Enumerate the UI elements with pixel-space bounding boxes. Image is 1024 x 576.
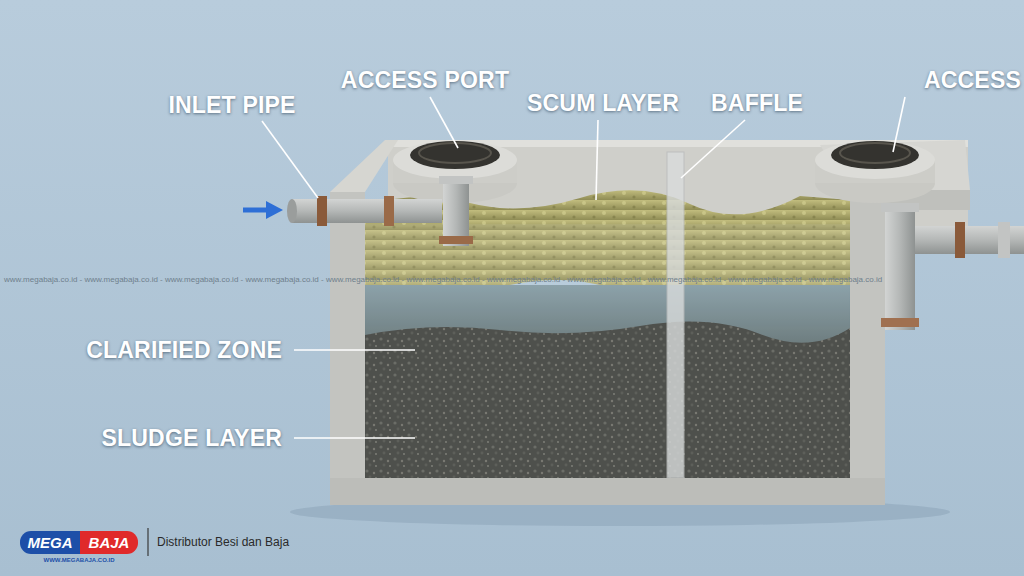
part-label: INLET PIPE [168,92,295,118]
part-label: SCUM LAYER [527,90,679,116]
leader-lines [262,97,905,438]
zone-label: CLARIFIED ZONE [86,337,282,363]
logo-box: MEGA [20,531,80,554]
logo-word: MEGA [28,534,73,552]
part-label: ACCESS [924,67,1021,93]
part-label: ACCESS PORT [341,67,509,93]
tagline: Distributor Besi dan Baja [157,535,289,549]
part-label: BAFFLE [711,90,803,116]
logo-word: BAJA [89,534,130,552]
zone-label: SLUDGE LAYER [102,425,282,451]
watermark: www.megabaja.co.id - www.megabaja.co.id … [4,275,882,285]
logo-divider [147,528,148,556]
logo-url: WWW.MEGABAJA.CO.ID [44,556,115,564]
logo-box: BAJA [80,531,138,554]
